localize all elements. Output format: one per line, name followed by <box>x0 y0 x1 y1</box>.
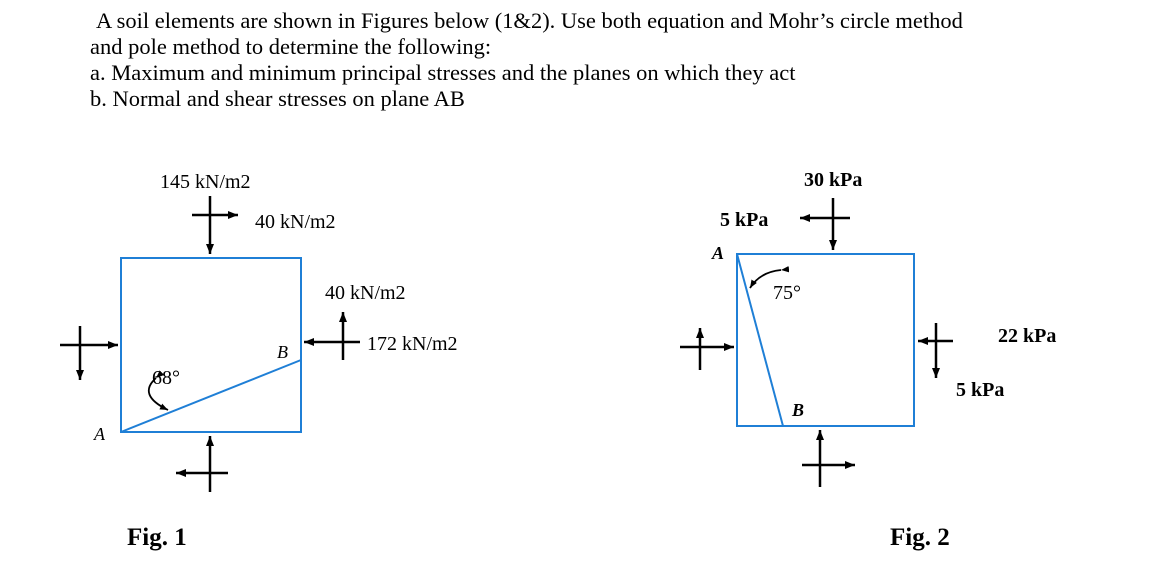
fig2-angle-arc <box>749 266 790 289</box>
fig1-point-a: A <box>93 424 106 444</box>
fig1-angle-label: 68° <box>152 367 180 389</box>
fig2-angle-label: 75° <box>773 282 801 304</box>
fig2-soil-element <box>736 253 915 427</box>
fig2-bottom-stress-arrows <box>802 430 855 487</box>
fig2-plane-ab <box>736 253 784 427</box>
problem-line-1: A soil elements are shown in Figures bel… <box>96 8 963 33</box>
fig1-top-stress-arrows <box>192 196 238 254</box>
fig2-sigma-top-label: 30 kPa <box>804 169 862 191</box>
fig1-tau-right-label: 40 kN/m2 <box>325 282 406 304</box>
fig2-diagram: 30 kPa 5 kPa 22 kPa 5 kPa 75° A B Fig. 2 <box>680 169 1056 551</box>
fig2-caption: Fig. 2 <box>890 524 950 551</box>
fig2-top-stress-arrows <box>800 198 850 250</box>
problem-line-3: a. Maximum and minimum principal stresse… <box>90 60 796 85</box>
fig2-tau-top-label: 5 kPa <box>720 209 768 231</box>
fig1-angle-arc <box>147 370 169 411</box>
fig2-point-a: A <box>711 243 724 263</box>
fig2-right-stress-arrows <box>918 323 953 378</box>
fig2-tau-right-label: 5 kPa <box>956 379 1004 401</box>
problem-line-4: b. Normal and shear stresses on plane AB <box>90 86 465 111</box>
fig2-left-stress-arrows <box>680 328 734 370</box>
fig1-left-stress-arrows <box>60 326 118 380</box>
fig2-sigma-right-label: 22 kPa <box>998 325 1056 347</box>
fig1-plane-ab <box>120 359 302 433</box>
problem-line-2: and pole method to determine the followi… <box>90 34 492 59</box>
fig1-sigma-top-label: 145 kN/m2 <box>160 171 251 193</box>
fig1-point-b: B <box>277 342 288 362</box>
fig1-tau-top-label: 40 kN/m2 <box>255 211 336 233</box>
problem-statement: A soil elements are shown in Figures bel… <box>90 8 963 112</box>
fig1-soil-element <box>120 257 302 433</box>
fig1-caption: Fig. 1 <box>127 524 187 551</box>
fig1-sigma-right-label: 172 kN/m2 <box>367 333 458 355</box>
fig1-diagram: 145 kN/m2 40 kN/m2 40 kN/m2 172 kN/m2 68… <box>60 171 458 551</box>
fig1-bottom-stress-arrows <box>176 436 228 492</box>
fig1-right-stress-arrows <box>304 312 360 360</box>
fig2-point-b: B <box>791 400 804 420</box>
